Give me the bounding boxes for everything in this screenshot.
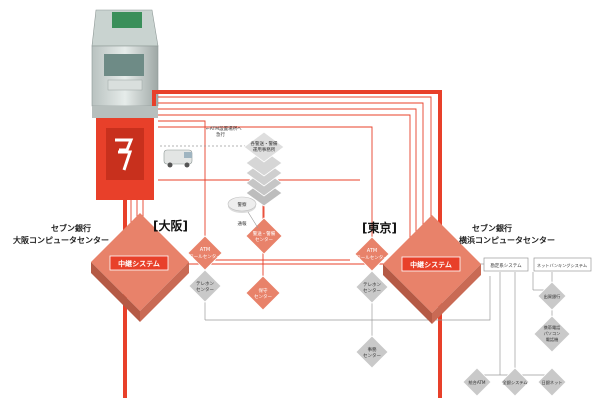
- svg-text:センター: センター: [255, 236, 273, 243]
- osaka-computer-center: 中継システム: [91, 213, 189, 322]
- svg-text:ネットバンキングシステム: ネットバンキングシステム: [537, 262, 587, 269]
- svg-text:事務: 事務: [368, 346, 377, 353]
- osaka-bank-line2: 大阪コンピュータセンター: [13, 235, 109, 245]
- svg-text:センター: センター: [254, 293, 272, 300]
- svg-text:コールセンター: コールセンター: [189, 253, 221, 260]
- svg-text:日銀ネット: 日銀ネット: [542, 379, 563, 386]
- svg-text:出資銀行: 出資銀行: [544, 293, 561, 300]
- osaka-bank-line1: セブン銀行: [51, 223, 91, 233]
- security-center-node: 警送・警備 センター: [245, 217, 283, 255]
- nikkei-net-node: 日銀ネット: [537, 367, 567, 397]
- tokyo-bank-line2: 横浜コンピュータセンター: [459, 235, 555, 245]
- svg-text:コールセンター: コールセンター: [356, 254, 388, 261]
- tokyo-atm-call-center-node: ATM コールセンター: [354, 236, 390, 272]
- zengin-system-node: 全銀システム: [500, 367, 530, 397]
- svg-text:ATM: ATM: [367, 248, 377, 254]
- osaka-telephone-center-node: テレホン センター: [188, 269, 222, 303]
- atm-total-node: 統合ATM: [462, 367, 492, 397]
- atm-machine-illustration: [91, 9, 159, 200]
- tokyo-bracket-label: [東京]: [362, 220, 397, 235]
- tokyo-computer-center: 中継システム: [383, 215, 481, 324]
- ops-office-line2: 運用事務所: [253, 146, 276, 153]
- svg-text:テレホン: テレホン: [363, 282, 381, 288]
- svg-text:勘定系システム: 勘定系システム: [490, 262, 522, 269]
- primary-trunk-lines: [123, 90, 442, 398]
- svg-text:センター: センター: [363, 352, 381, 359]
- svg-text:全銀システム: 全銀システム: [503, 379, 528, 386]
- svg-text:保守: 保守: [259, 287, 268, 294]
- svg-text:携帯電話: 携帯電話: [544, 324, 561, 331]
- ops-office-line1: 各警送・警備: [251, 140, 278, 147]
- svg-text:警送・警備: 警送・警備: [253, 230, 276, 237]
- tokyo-core-label: 中継システム: [410, 260, 452, 269]
- mobile-devices-node: 携帯電話 パソコン 電話機: [533, 315, 571, 353]
- svg-text:センター: センター: [363, 287, 381, 294]
- svg-text:電話機: 電話機: [546, 336, 559, 343]
- osaka-atm-call-center-node: ATM コールセンター: [187, 235, 223, 271]
- police-node: 警察: [227, 196, 257, 213]
- tokyo-telephone-center-node: テレホン センター: [355, 270, 389, 304]
- accounting-system-box: 勘定系システム: [483, 257, 529, 272]
- svg-text:パソコン: パソコン: [544, 331, 561, 336]
- security-offices-stack: [243, 131, 285, 207]
- guard-center-node: 保守 センター: [245, 275, 281, 311]
- osaka-bracket-label: [大阪]: [153, 218, 188, 233]
- svg-text:統合ATM: 統合ATM: [468, 379, 485, 386]
- tokyo-bank-line1: セブン銀行: [472, 223, 512, 233]
- security-van-icon: [163, 149, 193, 168]
- partners-node: 出資銀行: [537, 281, 567, 311]
- atm-dispatch-line1: ←ATM設置場所へ: [206, 125, 242, 132]
- svg-text:ATM: ATM: [200, 247, 210, 253]
- osaka-core-label: 中継システム: [118, 259, 160, 268]
- atm-dispatch-line2: 急行: [216, 131, 225, 138]
- netbanking-system-box: ネットバンキングシステム: [533, 257, 592, 272]
- svg-text:センター: センター: [196, 286, 214, 293]
- jimu-center-node: 事務 センター: [355, 335, 389, 369]
- police-label: 警察: [238, 201, 247, 208]
- notify-label: 通報: [238, 220, 247, 227]
- svg-text:テレホン: テレホン: [196, 281, 214, 287]
